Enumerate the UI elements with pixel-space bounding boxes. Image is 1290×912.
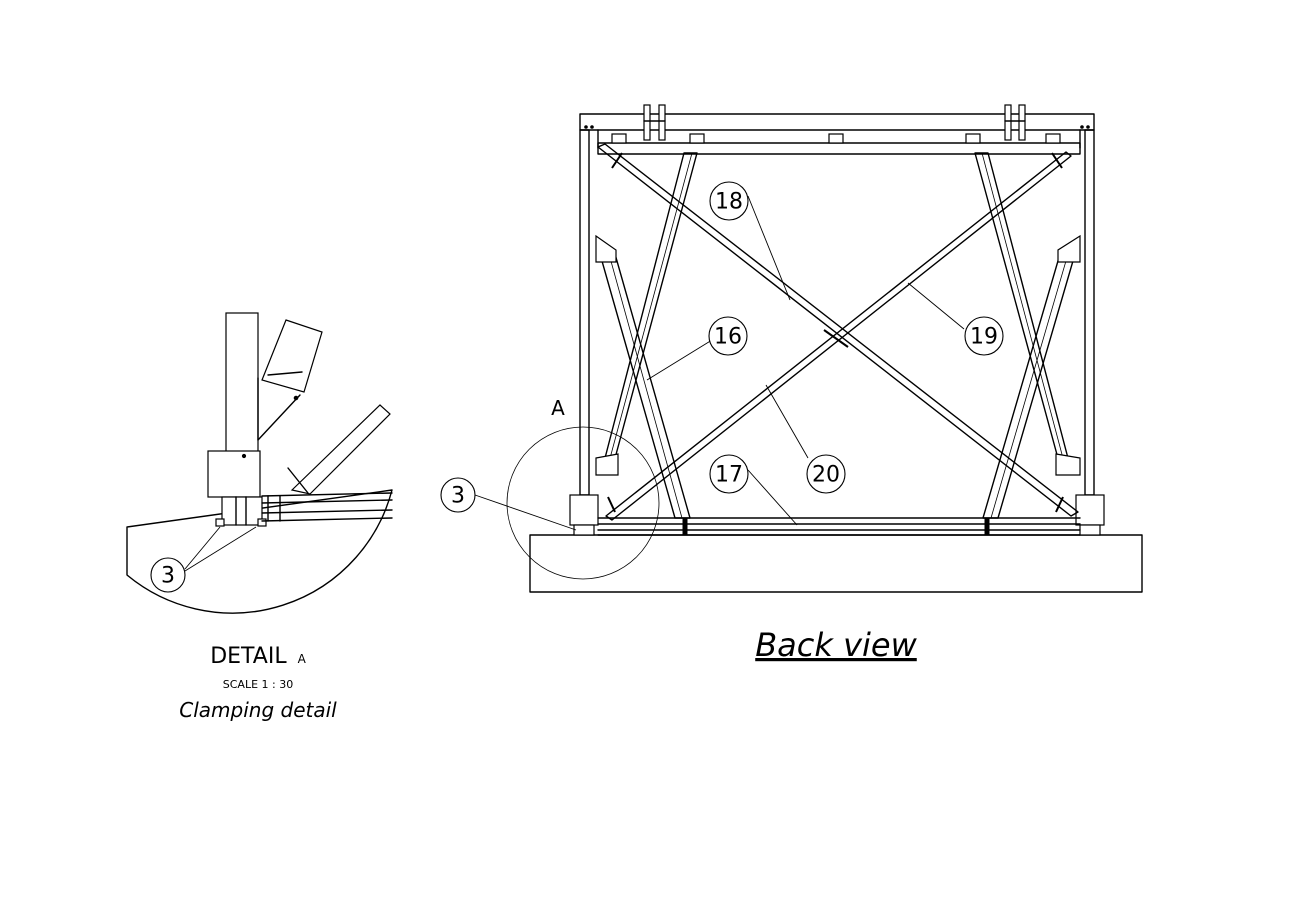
back-view-title: Back view: [755, 626, 917, 664]
detail-a-view: 3: [126, 312, 393, 614]
balloon-16: 16: [714, 325, 742, 350]
detail-title: DETAIL: [210, 644, 287, 669]
balloon-18: 18: [715, 190, 743, 215]
lifting-lug-right: [1004, 104, 1026, 141]
detail-caption: Clamping detail: [179, 698, 337, 722]
balloon-3-detail: 3: [161, 564, 175, 589]
balloon-20: 20: [812, 463, 840, 488]
balloon-3-back: 3: [451, 484, 465, 509]
lifting-lug-left: [643, 104, 666, 141]
balloon-17: 17: [715, 463, 743, 488]
detail-scale: SCALE 1 : 30: [223, 678, 293, 691]
detail-title-letter: A: [298, 652, 307, 666]
balloon-19: 19: [970, 325, 998, 350]
detail-reference-letter: A: [551, 396, 565, 420]
back-view: A 18 16 19 20 17 3: [440, 104, 1143, 593]
svg-text:DETAIL A: DETAIL A: [210, 644, 306, 669]
